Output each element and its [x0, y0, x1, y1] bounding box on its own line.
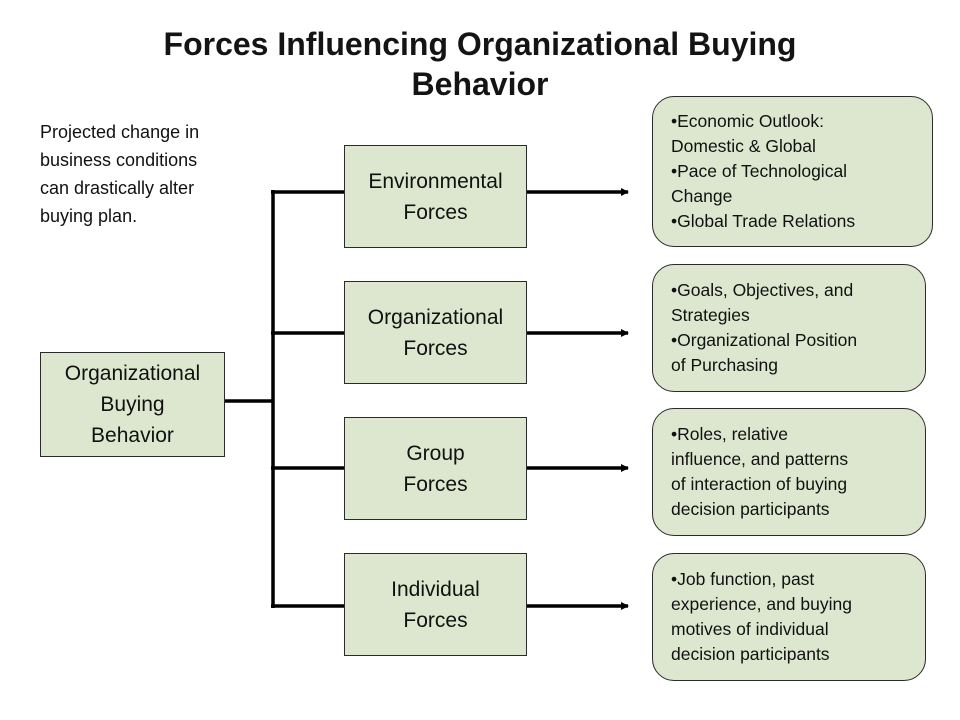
- detail-line: influence, and patterns: [671, 449, 849, 469]
- force-box-individual: Individual Forces: [344, 553, 527, 656]
- title-line-2: Behavior: [411, 66, 549, 102]
- note-line: buying plan.: [40, 206, 138, 226]
- force-label-line: Forces: [403, 472, 468, 496]
- force-label-line: Individual: [391, 577, 480, 601]
- detail-line: Strategies: [671, 305, 750, 325]
- detail-line: decision participants: [671, 499, 830, 519]
- detail-line: of interaction of buying: [671, 474, 848, 494]
- force-label-line: Forces: [403, 608, 468, 632]
- detail-line: •Goals, Objectives, and: [671, 280, 854, 300]
- detail-line: decision participants: [671, 644, 830, 664]
- detail-line: •Economic Outlook:: [671, 111, 824, 131]
- detail-line: •Pace of Technological: [671, 161, 848, 181]
- force-label-line: Group: [406, 441, 465, 465]
- title-line-1: Forces Influencing Organizational Buying: [163, 26, 797, 62]
- force-label-line: Forces: [403, 336, 468, 360]
- annotation-note: Projected change in business conditions …: [40, 118, 265, 230]
- detail-box-organizational: •Goals, Objectives, and Strategies •Orga…: [652, 264, 926, 392]
- detail-line: of Purchasing: [671, 355, 779, 375]
- detail-box-environmental: •Economic Outlook: Domestic & Global •Pa…: [652, 96, 933, 247]
- force-label-line: Environmental: [368, 169, 503, 193]
- note-line: Projected change in: [40, 122, 200, 142]
- force-box-group: Group Forces: [344, 417, 527, 520]
- source-label-line: Organizational: [64, 362, 201, 385]
- detail-line: Domestic & Global: [671, 136, 816, 156]
- source-box: Organizational Buying Behavior: [40, 352, 225, 457]
- detail-line: •Roles, relative: [671, 424, 789, 444]
- detail-line: Change: [671, 186, 733, 206]
- note-line: business conditions: [40, 150, 198, 170]
- detail-line: •Job function, past: [671, 569, 815, 589]
- detail-line: motives of individual: [671, 619, 829, 639]
- detail-line: •Global Trade Relations: [671, 211, 856, 231]
- force-label-line: Forces: [403, 200, 468, 224]
- detail-box-individual: •Job function, past experience, and buyi…: [652, 553, 926, 681]
- force-label-line: Organizational: [367, 305, 504, 329]
- force-box-organizational: Organizational Forces: [344, 281, 527, 384]
- diagram-title: Forces Influencing Organizational Buying…: [80, 24, 880, 104]
- detail-line: experience, and buying: [671, 594, 852, 614]
- note-line: can drastically alter: [40, 178, 195, 198]
- force-box-environmental: Environmental Forces: [344, 145, 527, 248]
- source-label-line: Buying: [100, 393, 165, 416]
- detail-line: •Organizational Position: [671, 330, 858, 350]
- detail-box-group: •Roles, relative influence, and patterns…: [652, 408, 926, 536]
- source-label-line: Behavior: [91, 424, 174, 447]
